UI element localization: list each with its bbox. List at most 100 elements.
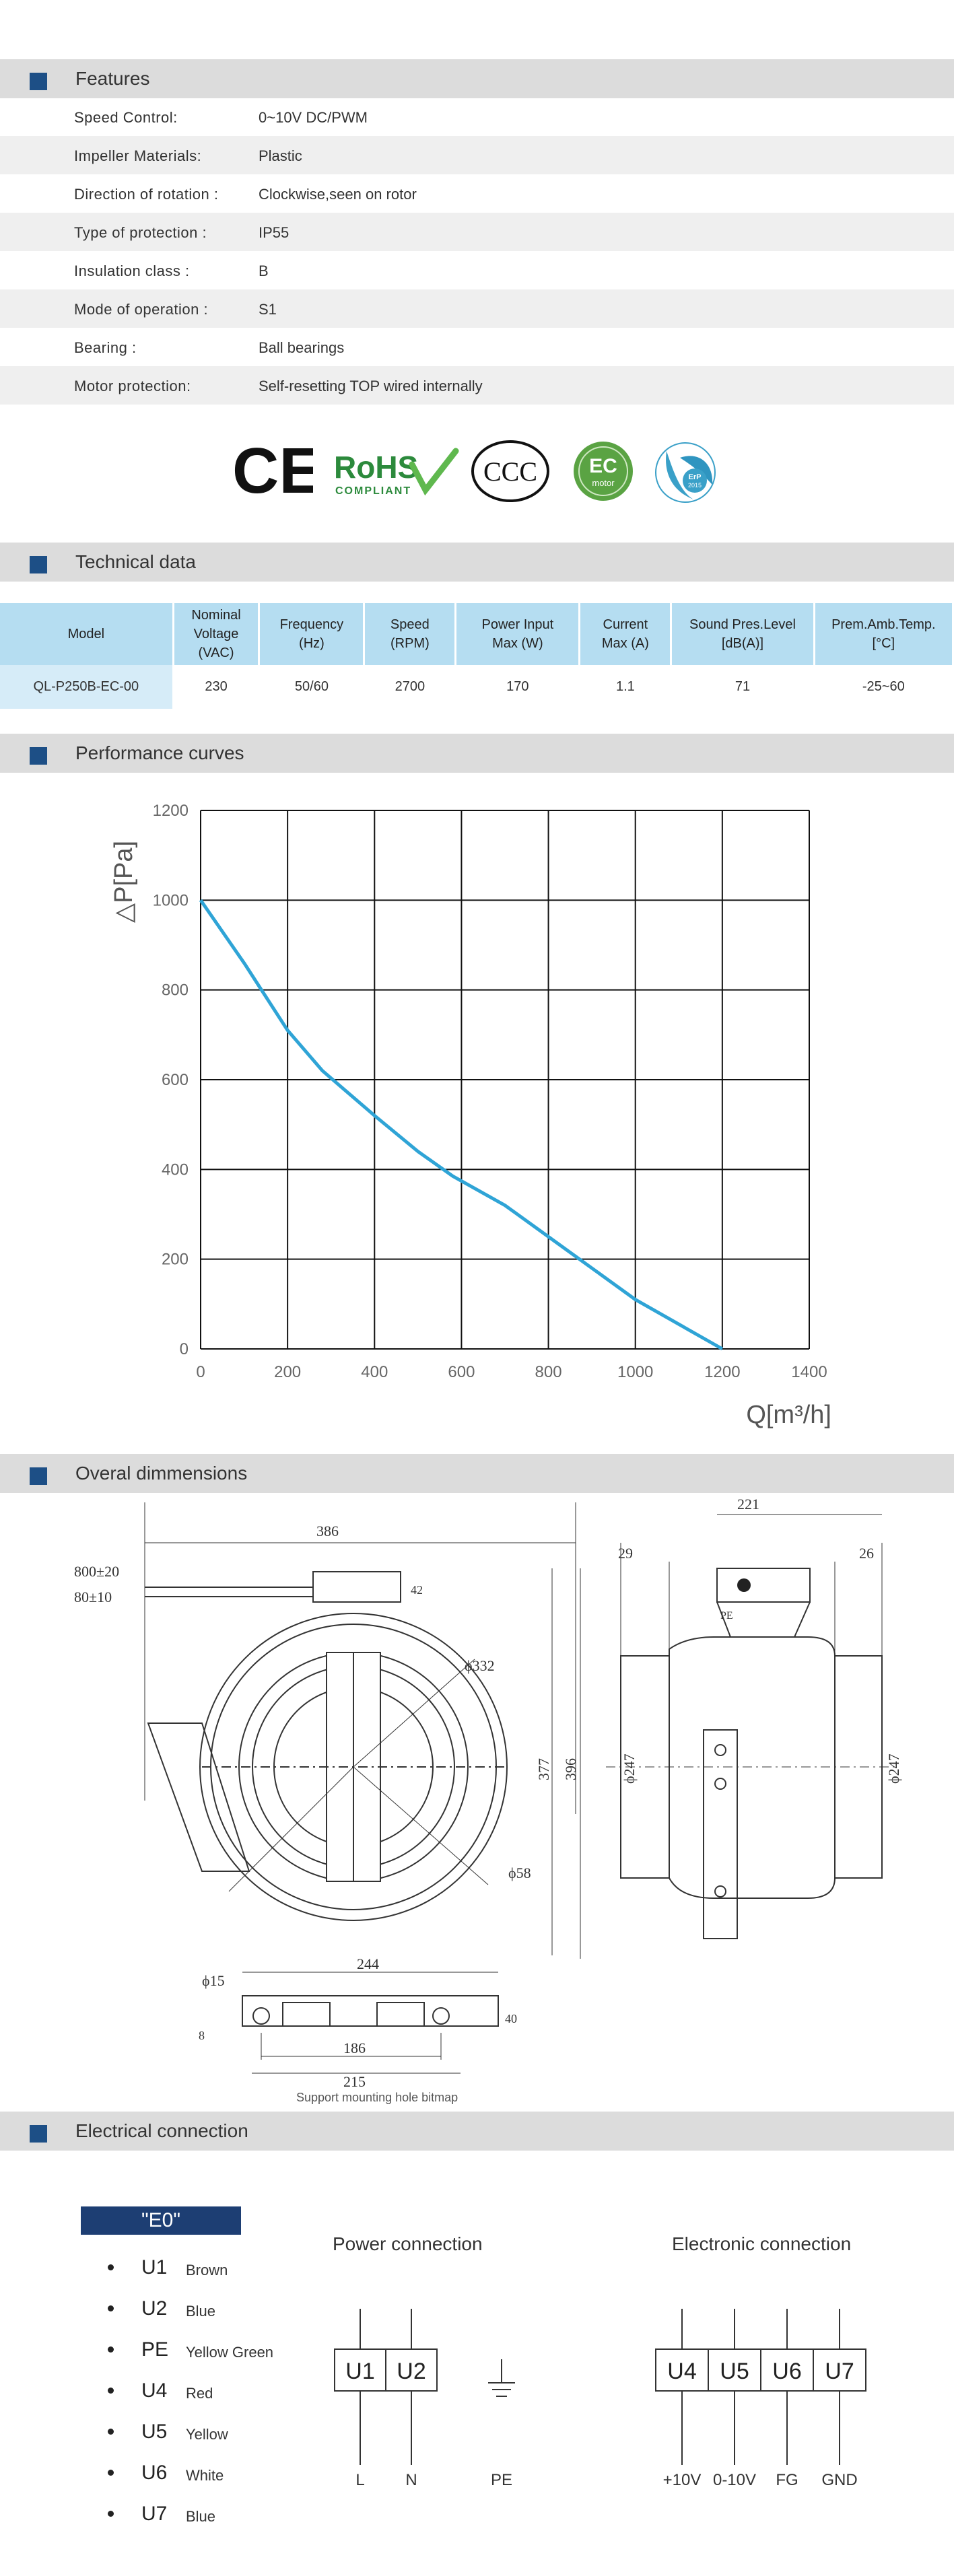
section-title: Electrical connection [75,2120,248,2141]
terminal-box [655,2348,709,2392]
y-tick-label: 600 [162,1071,189,1089]
wire-color: Yellow Green [186,2344,274,2361]
svg-text:RoHS: RoHS [334,450,418,485]
feature-row: Speed Control:0~10V DC/PWM [0,98,954,136]
section-title: Technical data [75,551,197,572]
column-header-line: Speed [390,617,430,632]
wire-code: U6 [141,2462,168,2484]
svg-text:2015: 2015 [688,482,702,489]
table-cell: 50/60 [259,665,366,709]
bullet-icon [108,2388,114,2394]
mounting-caption: Support mounting hole bitmap [296,2091,458,2104]
feature-label: Insulation class : [74,263,190,279]
terminal-label: U2 [397,2359,425,2384]
wire-code: U2 [141,2297,168,2320]
section-square-icon [30,747,47,765]
column-header-unit: Max (W) [492,636,543,651]
table-cell: QL-P250B-EC-00 [0,665,174,709]
wire-color: Blue [186,2508,216,2525]
section-header-dimensions: Overal dimmensions [0,1454,954,1493]
feature-label: Impeller Materials: [74,147,202,164]
mounting-bracket-drawing [242,1972,499,2074]
terminal-label: U1 [345,2359,374,2384]
terminal-label: U6 [772,2359,801,2384]
dim-phi332: ϕ332 [465,1657,495,1674]
feature-row: Bearing :Ball bearings [0,328,954,366]
svg-text:CE: CE [232,438,313,505]
column-header-unit: (Hz) [299,636,325,651]
dim-40: 40 [505,2012,517,2025]
feature-value: Ball bearings [259,339,345,356]
x-tick-label: 400 [361,1363,388,1381]
table-cell: 230 [173,665,261,709]
dim-396: 396 [562,1758,579,1780]
dim-26: 26 [859,1545,874,1562]
side-view-drawing [606,1514,899,1939]
column-header-line: Prem.Amb.Temp. [831,617,936,632]
wire-legend-title: "E0" [81,2206,241,2235]
wire-color: Red [186,2385,213,2402]
wire-function-label: +10V [663,2471,702,2489]
feature-label: Speed Control: [74,109,178,126]
table-cell: 1.1 [579,665,673,709]
x-tick-label: 200 [274,1363,301,1381]
bullet-icon [108,2264,114,2270]
column-header-line: Nominal Voltage [191,608,241,641]
power-connection-title: Power connection [333,2233,483,2254]
bullet-icon [108,2305,114,2311]
table-cell: -25~60 [814,665,954,709]
ccc-logo-icon: CCC [471,440,549,502]
wire-function-label: GND [821,2471,857,2489]
bullet-icon [108,2346,114,2353]
column-header: Speed (RPM) [364,603,457,665]
performance-curve-line [199,899,724,1351]
dim-186: 186 [343,2040,366,2056]
column-header-unit: (RPM) [390,636,430,651]
dim-215: 215 [343,2073,366,2090]
section-header-electrical: Electrical connection [0,2112,954,2151]
dim-phi58: ϕ58 [508,1865,531,1881]
dim-386: 386 [316,1523,339,1539]
section-header-features: Features [0,59,954,98]
section-square-icon [30,1467,47,1485]
ec-motor-badge-icon: EC motor [574,442,633,501]
column-header-unit: [dB(A)] [721,636,764,651]
section-header-technical: Technical data [0,543,954,582]
wire-function-label: PE [491,2471,512,2489]
rohs-logo-icon: RoHS COMPLIANT [334,448,459,497]
column-header-line: Model [67,627,105,641]
dim-221: 221 [737,1496,759,1512]
feature-row: Insulation class :B [0,251,954,289]
feature-row: Mode of operation :S1 [0,289,954,328]
wire-function-label: N [405,2471,417,2489]
x-tick-label: 800 [535,1363,562,1381]
feature-label: Motor protection: [74,378,191,394]
y-tick-label: 1200 [153,802,189,820]
terminal-box [760,2348,814,2392]
ce-mark-icon: CE [232,438,313,505]
bullet-icon [108,2511,114,2517]
column-header: Frequency (Hz) [259,603,366,665]
feature-value: IP55 [259,224,289,241]
feature-label: Direction of rotation : [74,186,219,203]
dim-cable-80: 80±10 [74,1589,112,1605]
wire-code: U5 [141,2421,168,2443]
erp-leaf-icon: ErP 2015 [655,442,716,503]
column-header-line: Frequency [279,617,344,632]
dim-phi247-right: ϕ247 [885,1753,902,1784]
feature-row: Type of protection :IP55 [0,213,954,251]
column-header: Sound Pres.Level[dB(A)] [671,603,815,665]
wire-color: Brown [186,2262,228,2278]
x-axis-label: Q[m³/h] [746,1401,831,1429]
column-header: Prem.Amb.Temp. [°C] [814,603,954,665]
column-header-unit: [°C] [872,636,895,651]
wire-color: Yellow [186,2426,228,2443]
svg-text:CCC: CCC [483,456,537,487]
wire-function-label: 0-10V [713,2471,756,2489]
wire-color: White [186,2467,224,2484]
y-tick-label: 200 [162,1251,189,1269]
